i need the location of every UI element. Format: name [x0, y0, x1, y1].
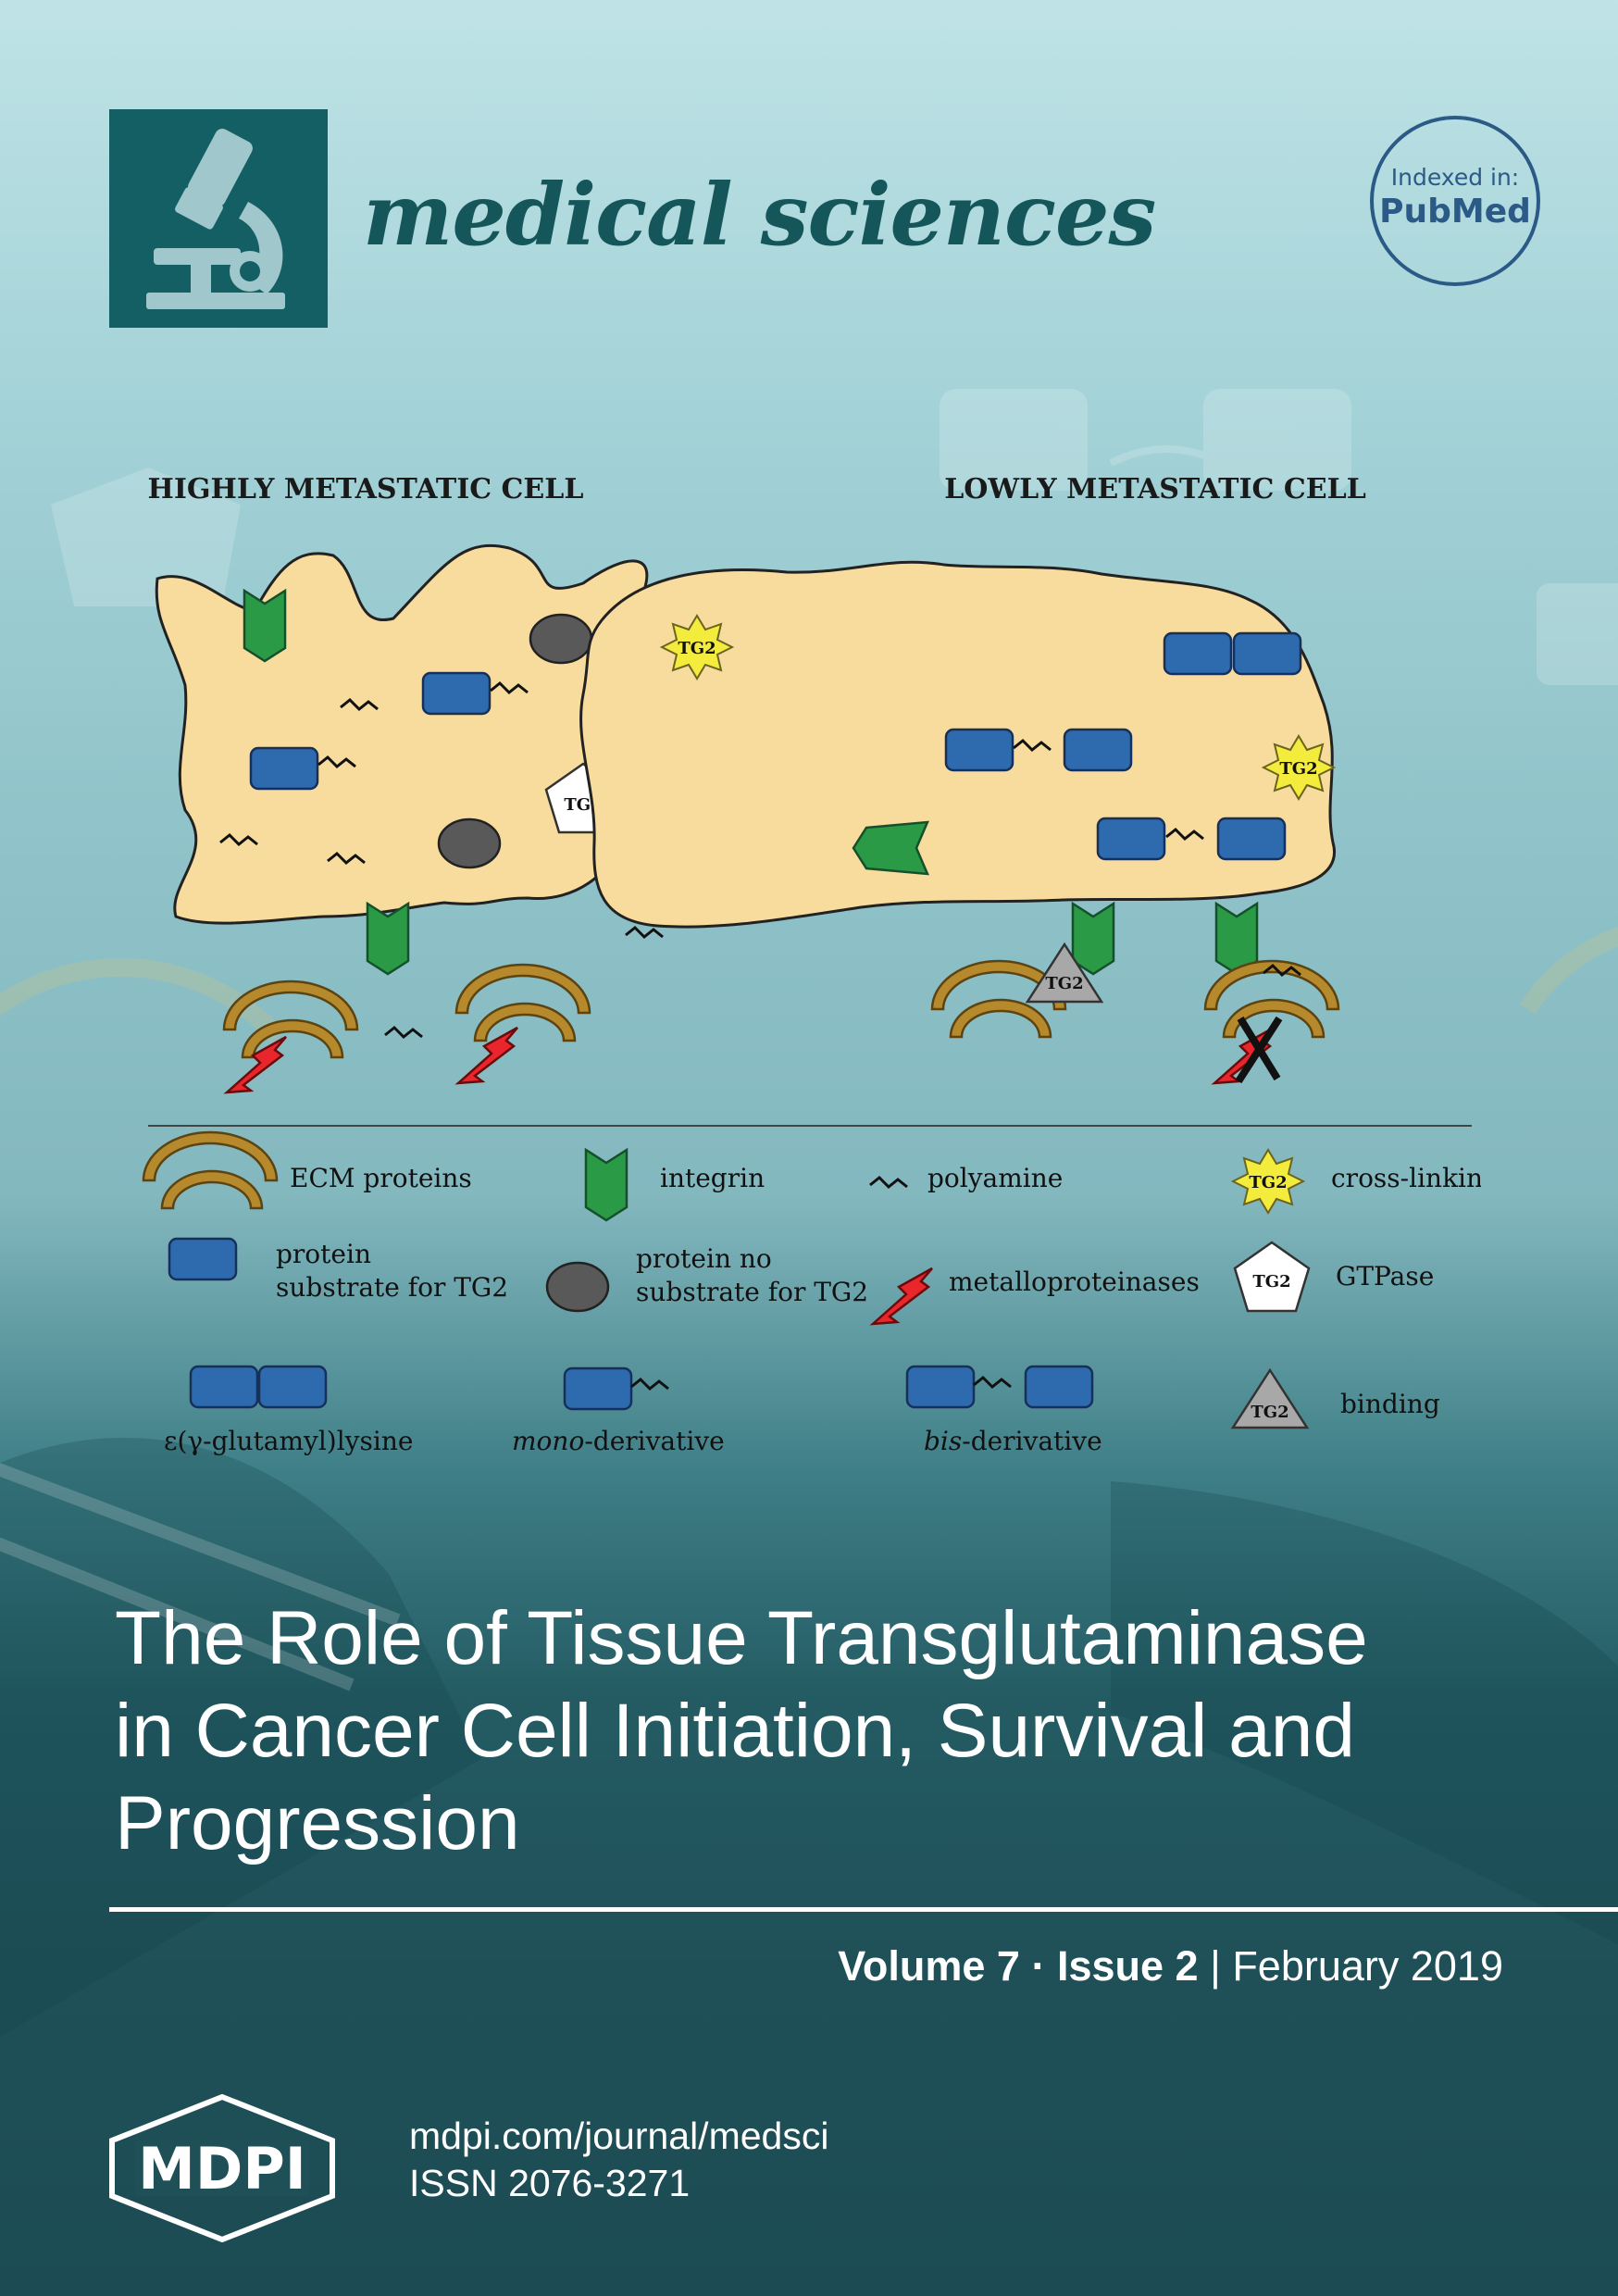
- legend-polyamine-label: polyamine: [927, 1163, 1063, 1193]
- integrin-shape: [1071, 902, 1115, 976]
- issue-date: February 2019: [1232, 1942, 1503, 1990]
- legend-polyamine-icon: [868, 1176, 909, 1189]
- issn: ISSN 2076-3271: [409, 2162, 691, 2204]
- heading-highly-metastatic: HIGHLY METASTATIC CELL: [147, 473, 583, 505]
- legend-nosubstrate-icon: [545, 1261, 610, 1313]
- legend-nosubstrate-label: substrate for TG2: [636, 1277, 868, 1307]
- indexed-label: Indexed in:: [1390, 164, 1520, 191]
- legend-bis-wiggle: [972, 1376, 1013, 1389]
- issue-info: Volume 7 · Issue 2 | February 2019: [838, 1942, 1503, 1990]
- title-line: The Role of Tissue Transglutaminase: [115, 1596, 1368, 1680]
- protein-substrate: [1216, 817, 1287, 861]
- legend-ecm-label: ECM proteins: [290, 1163, 472, 1193]
- pubmed-name: PubMed: [1379, 193, 1531, 231]
- ecm-protein-shape: [454, 963, 591, 1042]
- legend-isopeptide-icon: [257, 1365, 328, 1409]
- legend-mmp-label: metalloproteinases: [949, 1267, 1200, 1297]
- legend-substrate-icon: [168, 1237, 238, 1281]
- integrin-shape: [852, 820, 929, 876]
- legend-bis-label: bis-derivative: [924, 1426, 1102, 1456]
- legend-mono-icon: [563, 1366, 633, 1411]
- title-line: in Cancer Cell Initiation, Survival and: [115, 1689, 1355, 1773]
- polyamine-chain: [383, 1026, 424, 1039]
- legend-substrate-label: protein: [276, 1239, 371, 1269]
- microscope-icon: [146, 129, 285, 309]
- protein-substrate: [421, 671, 492, 716]
- journal-url[interactable]: mdpi.com/journal/medsci: [409, 2115, 829, 2157]
- article-title: The Role of Tissue Transglutaminase in C…: [115, 1592, 1559, 1870]
- issue-label: Issue 2: [1056, 1942, 1199, 1990]
- legend-bis-icon: [1024, 1365, 1094, 1409]
- legend-isopeptide-label: ε(γ-glutamyl)lysine: [164, 1426, 413, 1456]
- title-line: Progression: [115, 1781, 520, 1866]
- legend-binding-label: binding: [1340, 1389, 1440, 1419]
- tg2-label: TG2: [678, 639, 716, 658]
- tg2-metastasis-figure: HIGHLY METASTATIC CELL LOWLY METASTATIC …: [142, 473, 1481, 1456]
- polyamine-chain: [624, 926, 665, 939]
- journal-footer: mdpi.com/journal/medsci ISSN 2076-3271: [409, 2113, 828, 2207]
- tg2-label: TG2: [1249, 1173, 1287, 1192]
- legend-mono-label: mono-derivative: [512, 1426, 725, 1456]
- legend-mono-wiggle: [629, 1378, 670, 1391]
- legend-substrate-label: substrate for TG2: [276, 1272, 508, 1303]
- blocked-cross-icon: [1235, 1016, 1283, 1084]
- journal-title: medical sciences: [363, 165, 1156, 265]
- title-divider: [109, 1907, 1618, 1912]
- issue-separator: ·: [1031, 1942, 1046, 1990]
- protein-substrate: [1096, 817, 1166, 861]
- legend-integrin-icon: [584, 1148, 629, 1222]
- legend-bis-icon: [905, 1365, 976, 1409]
- journal-logo: [109, 109, 328, 328]
- ecm-protein-shape: [222, 980, 359, 1059]
- non-substrate-protein: [437, 817, 502, 869]
- date-separator: |: [1210, 1942, 1221, 1990]
- pubmed-badge: Indexed in: PubMed: [1370, 116, 1540, 286]
- legend-integrin-label: integrin: [660, 1163, 765, 1193]
- integrin-shape: [366, 902, 410, 976]
- legend-ecm-icon: [142, 1130, 279, 1210]
- legend-crosslinking-label: cross-linking: [1331, 1163, 1481, 1193]
- legend-mmp-icon: [871, 1267, 934, 1326]
- metalloproteinase-shape: [456, 1026, 519, 1085]
- tg2-label: TG2: [1252, 1272, 1290, 1292]
- legend-gtpase-label: GTPase: [1336, 1261, 1434, 1292]
- tg2-label: TG2: [1279, 759, 1317, 779]
- protein-substrate: [1232, 631, 1302, 676]
- protein-substrate: [944, 728, 1014, 772]
- non-substrate-protein: [529, 613, 593, 665]
- volume-label: Volume 7: [838, 1942, 1020, 1990]
- mdpi-logo: MDPI: [109, 2094, 335, 2242]
- publisher-name: MDPI: [138, 2135, 306, 2202]
- protein-substrate: [249, 746, 319, 791]
- tg2-label: TG2: [1251, 1403, 1288, 1422]
- tg2-label: TG2: [1045, 974, 1083, 993]
- protein-substrate: [1163, 631, 1233, 676]
- protein-substrate: [1063, 728, 1133, 772]
- legend-isopeptide-icon: [189, 1365, 259, 1409]
- legend-nosubstrate-label: protein no: [636, 1243, 772, 1274]
- heading-lowly-metastatic: LOWLY METASTATIC CELL: [944, 473, 1366, 505]
